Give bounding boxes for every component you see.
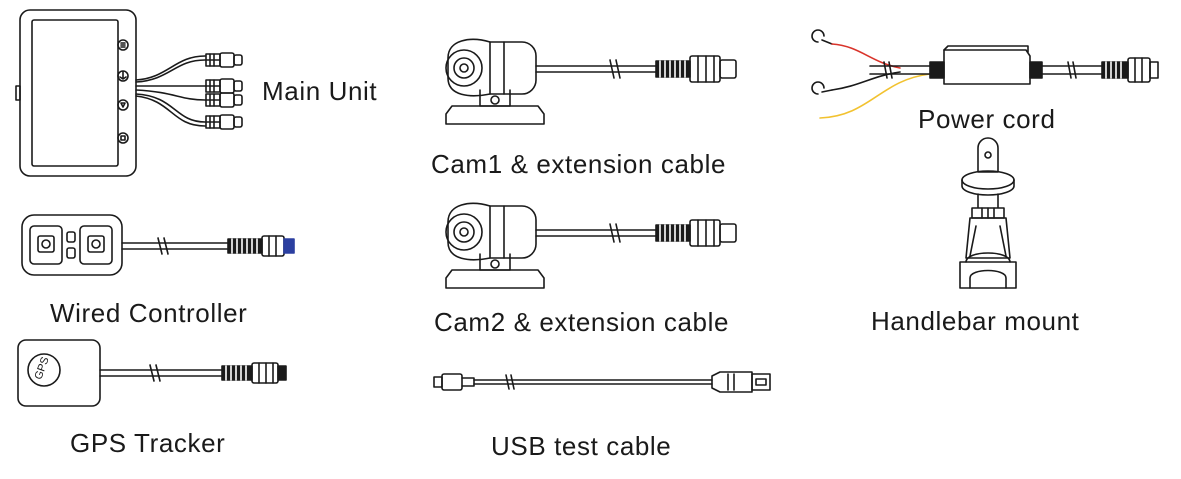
usb-test-cable-label: USB test cable [491,433,671,459]
cam1-illustration [446,39,736,124]
gps-tracker-illustration [18,340,286,406]
power-cord-label: Power cord [918,106,1056,132]
cam2-connector [656,220,736,246]
power-connector [1102,58,1158,82]
cam2-illustration [446,203,736,288]
usb-cable-illustration [434,372,770,392]
wired-controller-illustration [22,215,294,275]
cam2-label: Cam2 & extension cable [434,309,729,335]
wired-controller-label: Wired Controller [50,300,247,326]
ring-terminals [812,30,832,94]
main-unit-buttons [118,40,128,143]
main-unit-label: Main Unit [262,78,377,104]
handlebar-mount-illustration [960,138,1016,288]
cam1-connector [656,56,736,82]
main-unit-illustration [16,10,242,176]
power-box [944,46,1030,84]
cam1-label: Cam1 & extension cable [431,151,726,177]
handlebar-mount-label: Handlebar mount [871,308,1079,334]
yellow-wire [820,74,930,118]
controller-connector [228,236,294,256]
gps-tracker-label: GPS Tracker [70,430,225,456]
rca-connectors [206,53,242,129]
gps-connector [222,363,286,383]
